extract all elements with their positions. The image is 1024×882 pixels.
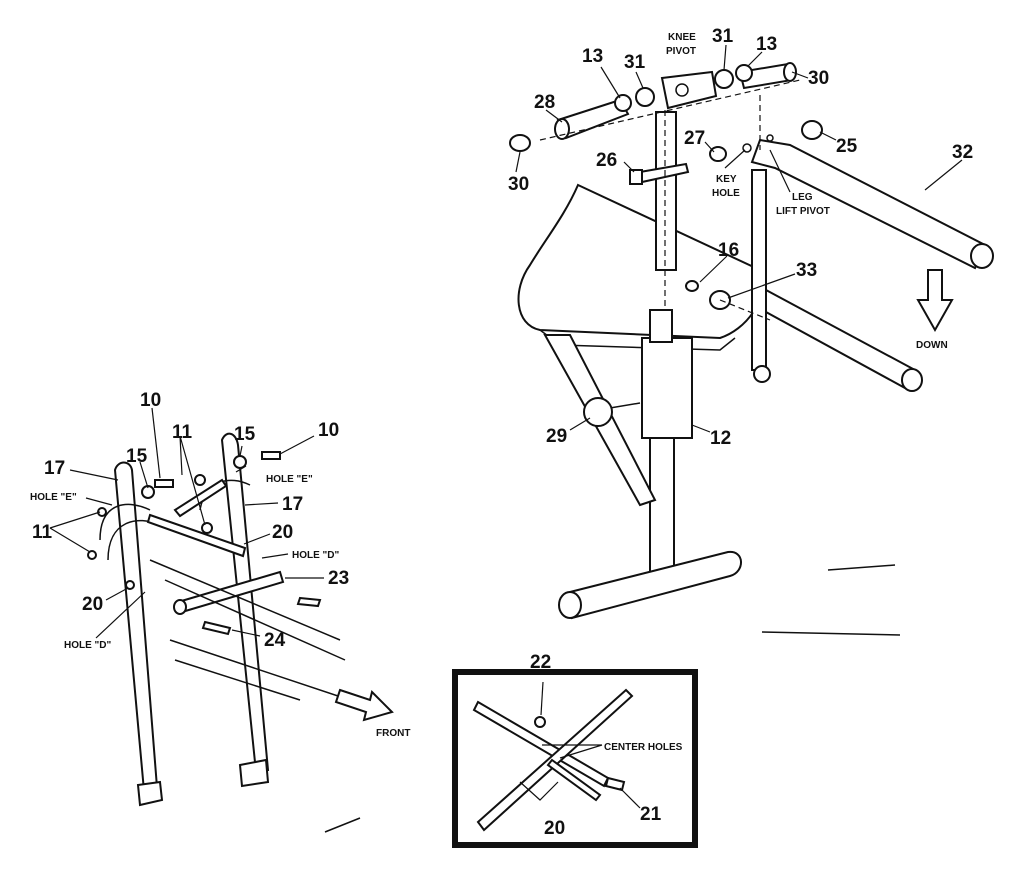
callout-24: 24 [264, 630, 286, 651]
front-label: FRONT [376, 728, 410, 739]
knee-pivot-label-1: KNEE [668, 32, 696, 43]
callout-21: 21 [640, 804, 662, 825]
callout-13-right: 13 [756, 34, 777, 55]
callout-13-left: 13 [582, 46, 603, 67]
down-label: DOWN [916, 340, 948, 351]
callout-11-left: 11 [32, 522, 53, 543]
knee-pivot-label-2: PIVOT [666, 46, 696, 57]
callout-16: 16 [718, 240, 739, 261]
leg-lift-label-2: LIFT PIVOT [776, 206, 830, 217]
callout-31-left: 31 [624, 52, 646, 73]
callout-31-right: 31 [712, 26, 734, 47]
front-arrow-icon [334, 688, 394, 722]
callout-28: 28 [534, 92, 555, 113]
callout-10-left: 10 [140, 390, 161, 411]
callout-10-right: 10 [318, 420, 339, 441]
callout-20-left: 20 [82, 594, 103, 615]
callout-22: 22 [530, 652, 551, 673]
upright-frame-assembly [87, 432, 394, 833]
hole-e-right-label: HOLE "E" [266, 474, 313, 485]
seat-pad [517, 183, 764, 340]
lower-post [649, 437, 675, 589]
callout-12: 12 [710, 428, 731, 449]
callout-29: 29 [546, 426, 567, 447]
hole-d-left-label: HOLE "D" [64, 640, 112, 651]
right-upright [220, 432, 270, 774]
callout-numbers: 13 31 31 13 30 28 27 25 32 26 30 16 33 2… [32, 26, 973, 839]
knee-pivot-block [660, 70, 718, 110]
center-holes-label: CENTER HOLES [604, 742, 683, 753]
key-hole-label-2: HOLE [712, 188, 740, 199]
hole-e-left-label: HOLE "E" [30, 492, 77, 503]
text-labels: KNEE PIVOT KEY HOLE LEG LIFT PIVOT DOWN … [30, 32, 948, 753]
callout-15-left: 15 [126, 446, 148, 467]
callout-20-right: 20 [272, 522, 293, 543]
hole-d-right-label: HOLE "D" [292, 550, 340, 561]
callout-23: 23 [328, 568, 349, 589]
callout-32: 32 [952, 142, 973, 163]
upright-post [655, 111, 677, 271]
callout-17-left: 17 [44, 458, 65, 479]
callout-26: 26 [596, 150, 617, 171]
leg-lift-assembly [509, 62, 994, 636]
callout-30-right: 30 [808, 68, 829, 89]
callout-11-top: 11 [172, 422, 193, 443]
callout-20-inset: 20 [544, 818, 565, 839]
sleeve [641, 337, 693, 439]
leader-lines [49, 44, 963, 809]
leg-lift-bar [750, 138, 987, 270]
foot-bar [568, 550, 742, 620]
leg-lift-label-1: LEG [792, 192, 813, 203]
callout-33: 33 [796, 260, 817, 281]
callout-27: 27 [684, 128, 705, 149]
key-hole-label-1: KEY [716, 174, 737, 185]
center-holes-inset [452, 669, 698, 848]
callout-17-right: 17 [282, 494, 303, 515]
callout-25: 25 [836, 136, 858, 157]
left-upright [113, 461, 160, 804]
callout-15-right: 15 [234, 424, 256, 445]
down-arrow-icon [916, 269, 954, 333]
callout-30-left: 30 [508, 174, 529, 195]
